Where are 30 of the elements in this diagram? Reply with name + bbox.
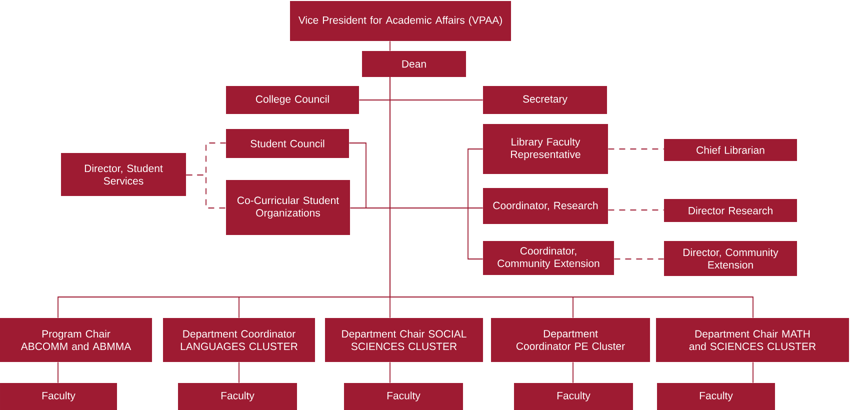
org-box: Department Chair SOCIAL SCIENCES CLUSTER xyxy=(325,318,483,362)
connector-line xyxy=(608,148,664,150)
org-box: Director, Community Extension xyxy=(664,241,797,276)
org-box: Director Research xyxy=(664,199,797,222)
connector-line xyxy=(752,362,754,384)
org-box: Chief Librarian xyxy=(664,139,797,161)
connector-line xyxy=(390,76,754,318)
connector-line xyxy=(614,258,664,260)
org-box: Faculty xyxy=(657,383,775,410)
org-box: Faculty xyxy=(0,383,117,410)
connector-line xyxy=(186,174,226,208)
org-box: Vice President for Academic Affairs (VPAA) xyxy=(290,1,511,41)
org-box: Coordinator, Research xyxy=(483,188,608,224)
org-box: Program Chair ABCOMM and ABMMA xyxy=(0,318,152,362)
org-box: Faculty xyxy=(514,383,633,410)
org-box: Department Chair MATH and SCIENCES CLUSTER xyxy=(656,318,849,362)
org-box: Library Faculty Representative xyxy=(483,124,608,174)
org-box: Department Coordinator LANGUAGES CLUSTER xyxy=(163,318,315,362)
org-box: Coordinator, Community Extension xyxy=(483,241,614,275)
org-box: Co-Curricular Student Organizations xyxy=(226,180,350,235)
org-box: Faculty xyxy=(178,383,297,410)
connector-line xyxy=(238,362,240,384)
org-box: College Council xyxy=(226,86,359,114)
org-box: Faculty xyxy=(344,383,463,410)
org-box: Director, Student Services xyxy=(61,153,186,196)
connector-line xyxy=(572,362,574,384)
org-box: Secretary xyxy=(483,86,607,114)
org-box: Student Council xyxy=(226,129,349,158)
org-box: Department Coordinator PE Cluster xyxy=(491,318,650,362)
org-box: Dean xyxy=(362,51,466,77)
